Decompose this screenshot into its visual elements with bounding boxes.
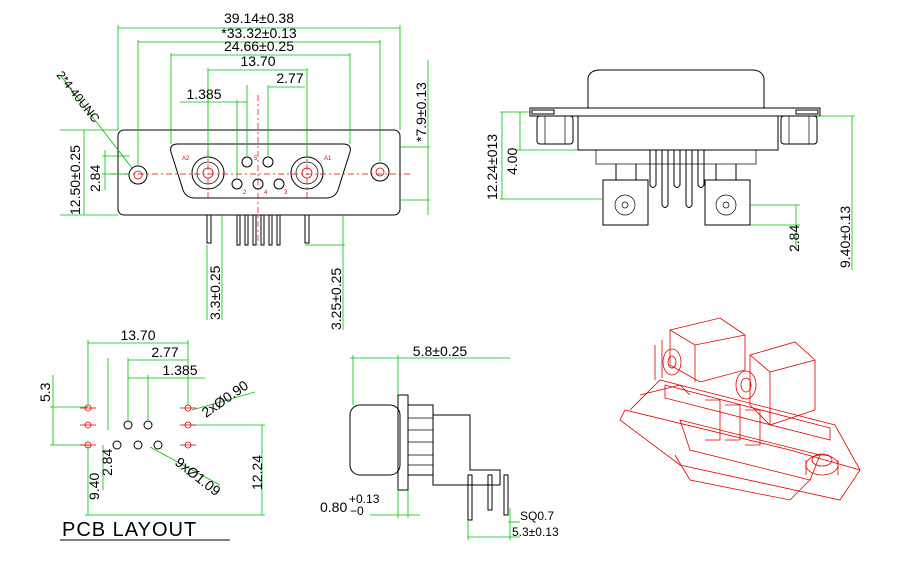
pin-label-5: 5 bbox=[254, 156, 258, 162]
dim-side-284: 2.84 bbox=[786, 225, 802, 252]
pin-label-a1: A1 bbox=[324, 156, 332, 162]
dim-coax-pitch: 13.70 bbox=[240, 53, 275, 69]
dim-row-offset: 1.385 bbox=[186, 86, 221, 102]
dim-overall-width: 39.14±0.38 bbox=[224, 10, 294, 26]
pin-label-3: 3 bbox=[284, 190, 288, 196]
dim-profile-53: 5.3±0.13 bbox=[512, 525, 559, 539]
dim-shell-width: 24.66±0.25 bbox=[224, 38, 294, 54]
dim-profile-58: 5.8±0.25 bbox=[413, 343, 468, 359]
mount-hole-right bbox=[370, 162, 390, 182]
front-flange bbox=[117, 129, 401, 216]
dim-side-total: 12.24±013 bbox=[484, 134, 500, 200]
pcb-layout-title: PCB LAYOUT bbox=[62, 519, 197, 541]
dim-pcb-hole-small: 9xØ1.09 bbox=[172, 454, 224, 499]
front-view: A2 A1 5 4 3 2 bbox=[54, 10, 430, 330]
profile-view: 5.8±0.25 0.80 +0.13 −0 SQ0.7 5.3±0.13 bbox=[320, 343, 559, 540]
pcb-layout: 13.70 2.77 1.385 5.3 2xØ0.90 9xØ1.09 9.4… bbox=[37, 327, 265, 541]
side-housing bbox=[587, 69, 765, 108]
side-coax-right bbox=[704, 179, 751, 226]
dim-half-height: 2.84 bbox=[87, 165, 103, 192]
dim-profile-sq: SQ0.7 bbox=[520, 509, 554, 523]
pcb-tails bbox=[206, 214, 310, 246]
dim-pcb-277: 2.77 bbox=[151, 344, 178, 360]
side-pins bbox=[649, 150, 705, 208]
pin-label-a2: A2 bbox=[182, 156, 190, 162]
side-coax-left bbox=[602, 179, 649, 226]
dim-mount-pitch: *33.32±0.13 bbox=[221, 25, 297, 41]
dim-pcb-53: 5.3 bbox=[37, 382, 53, 402]
dim-pcb-1224: 12.24 bbox=[249, 455, 265, 490]
signal-contact bbox=[262, 156, 274, 168]
profile-body bbox=[432, 414, 501, 486]
dim-depth: *7.9±0.13 bbox=[413, 82, 429, 142]
signal-contact bbox=[231, 178, 243, 190]
mount-hole-left bbox=[128, 165, 148, 185]
side-nut-right bbox=[780, 115, 818, 145]
isometric-view bbox=[619, 317, 861, 501]
dim-profile-080-minus: −0 bbox=[350, 504, 364, 518]
dim-pcb-940: 9.40 bbox=[86, 473, 102, 500]
dim-pcb-284: 2.84 bbox=[99, 449, 115, 476]
side-body bbox=[577, 115, 779, 151]
dim-flange-height: 12.50±0.25 bbox=[67, 145, 83, 215]
profile-shell bbox=[349, 404, 401, 476]
front-d-shell bbox=[170, 143, 351, 199]
screw-callout: 2*4-40UNC bbox=[54, 68, 103, 125]
dim-profile-080: 0.80 bbox=[320, 499, 347, 515]
pin-label-2: 2 bbox=[243, 190, 247, 196]
signal-contact bbox=[273, 178, 285, 190]
dim-pcb-hole-big: 2xØ0.90 bbox=[199, 377, 252, 421]
side-nut-left bbox=[536, 115, 574, 145]
dim-side-940: 9.40±0.13 bbox=[837, 206, 853, 268]
dim-tail-left: 3.3±0.25 bbox=[207, 265, 223, 320]
dim-pcb-1370: 13.70 bbox=[120, 327, 155, 343]
pin-label-4: 4 bbox=[264, 190, 268, 196]
signal-contact bbox=[241, 156, 253, 168]
side-view: 12.24±013 4.00 2.84 9.40±0.13 bbox=[484, 69, 855, 270]
dim-tail-right: 3.25±0.25 bbox=[328, 268, 344, 330]
dim-profile-080-plus: +0.13 bbox=[349, 492, 380, 506]
dim-pcb-1385: 1.385 bbox=[162, 362, 197, 378]
dim-signal-pitch: 2.77 bbox=[276, 70, 303, 86]
dim-side-4: 4.00 bbox=[504, 148, 520, 175]
side-flange bbox=[529, 107, 821, 117]
pcb-holes bbox=[84, 404, 192, 450]
